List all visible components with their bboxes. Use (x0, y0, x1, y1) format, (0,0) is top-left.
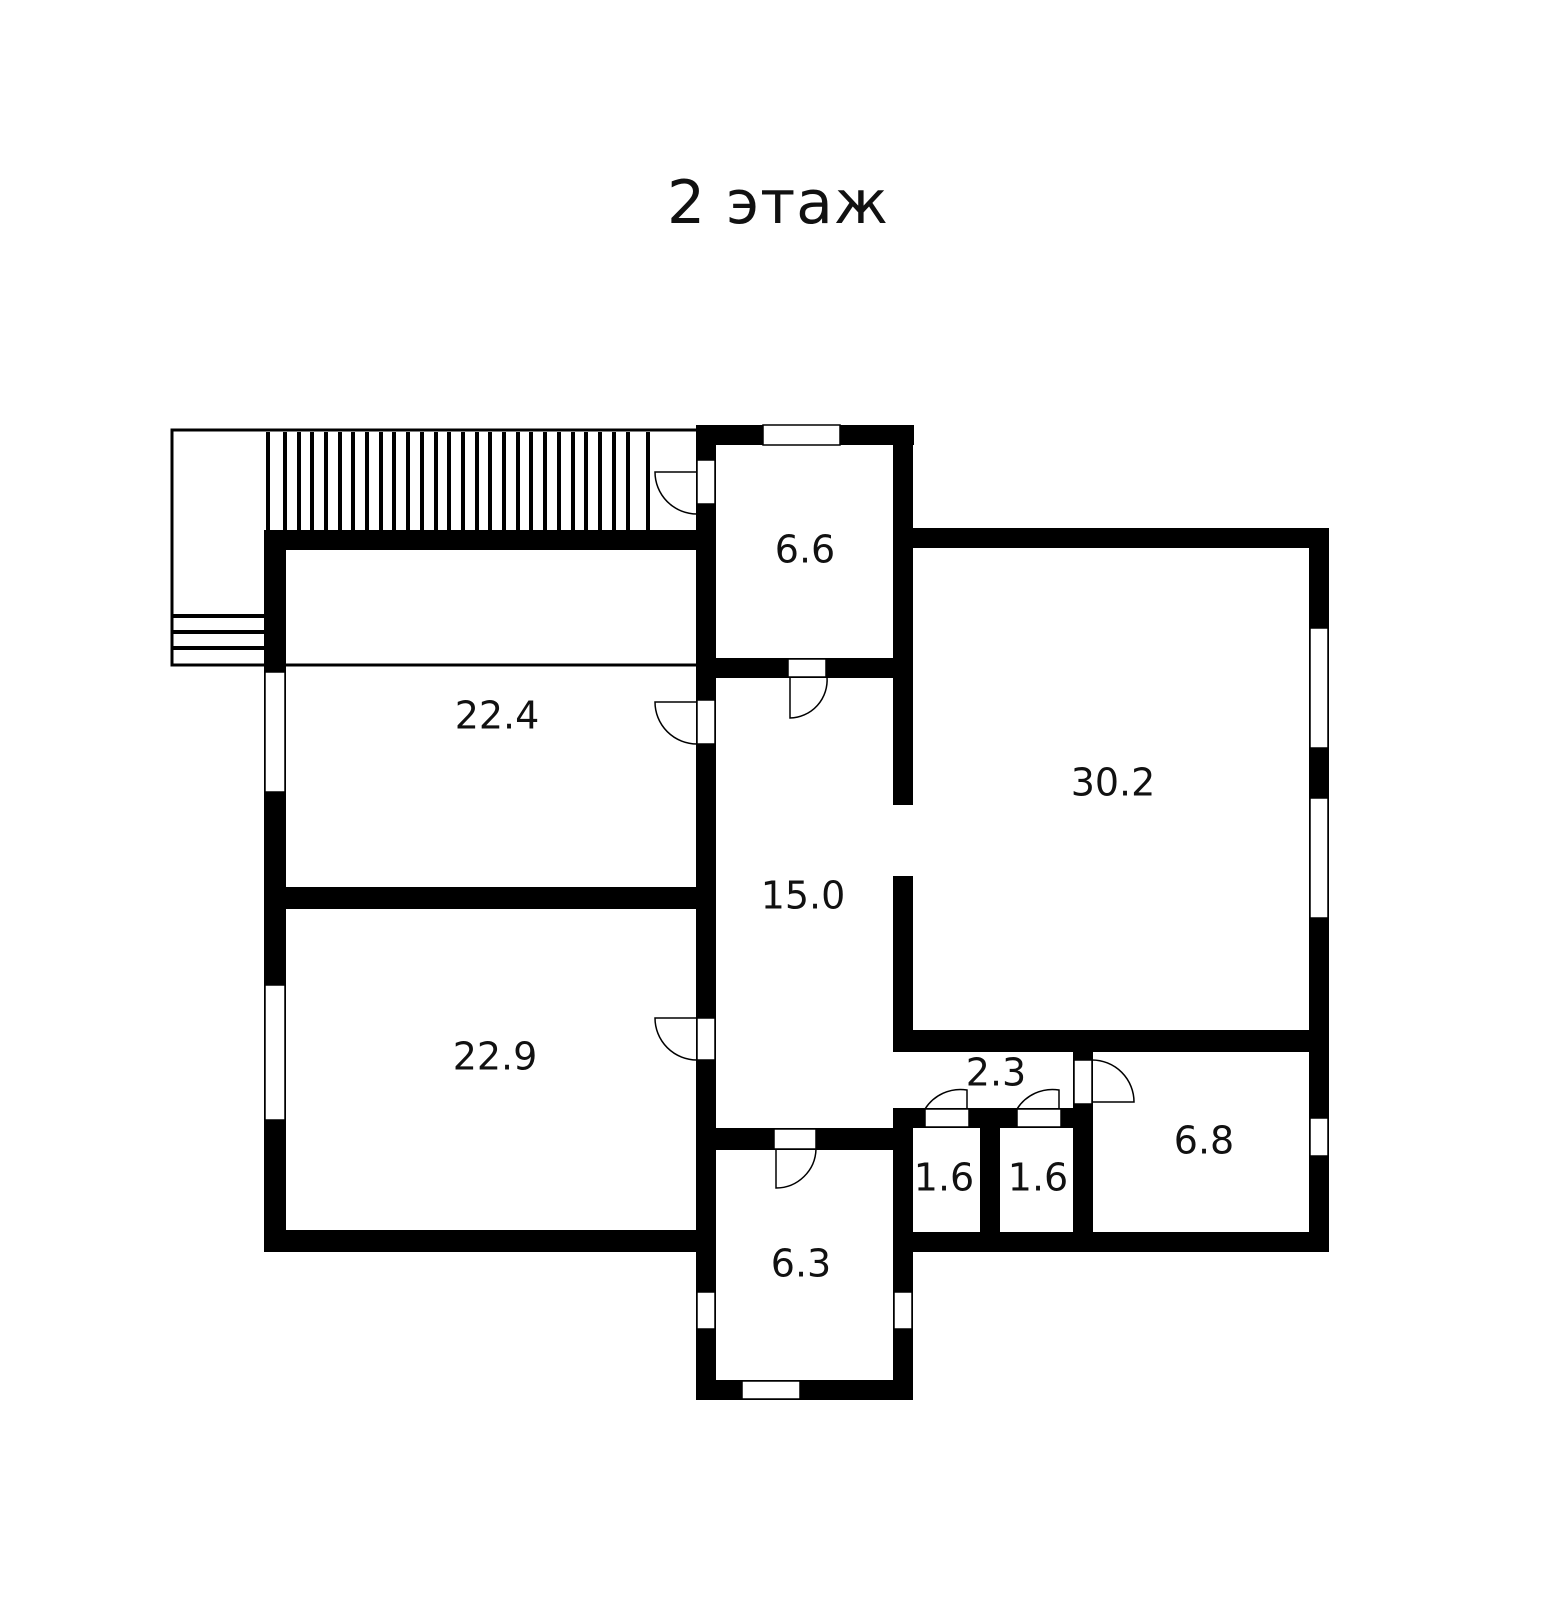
window-bottom-right (893, 1291, 913, 1330)
window-right-3 (1309, 1117, 1329, 1157)
window-left-1 (264, 671, 286, 793)
room-labels: 6.6 22.4 30.2 15.0 22.9 2.3 6.8 1.6 1.6 … (453, 528, 1235, 1286)
room-area-label: 1.6 (1008, 1156, 1068, 1200)
window-right-1 (1309, 627, 1329, 749)
doors (654, 459, 1135, 1189)
room-area-label: 6.3 (771, 1242, 831, 1286)
window-right-2 (1309, 797, 1329, 919)
window-bottom (741, 1380, 801, 1400)
window-left-2 (264, 984, 286, 1121)
room-area-label: 2.3 (966, 1051, 1026, 1095)
floor-title: 2 этаж (667, 168, 889, 238)
stair-steps (172, 614, 265, 650)
window-top (762, 424, 841, 446)
terrace-railing (266, 432, 650, 540)
room-area-label: 30.2 (1071, 761, 1156, 805)
room-area-label: 22.9 (453, 1035, 538, 1079)
room-area-label: 1.6 (914, 1156, 974, 1200)
room-area-label: 6.8 (1174, 1119, 1234, 1163)
room-area-label: 6.6 (775, 528, 835, 572)
window-bottom-left (696, 1291, 716, 1330)
room-area-label: 15.0 (761, 874, 846, 918)
room-area-label: 22.4 (455, 694, 540, 738)
windows (264, 424, 1329, 1400)
